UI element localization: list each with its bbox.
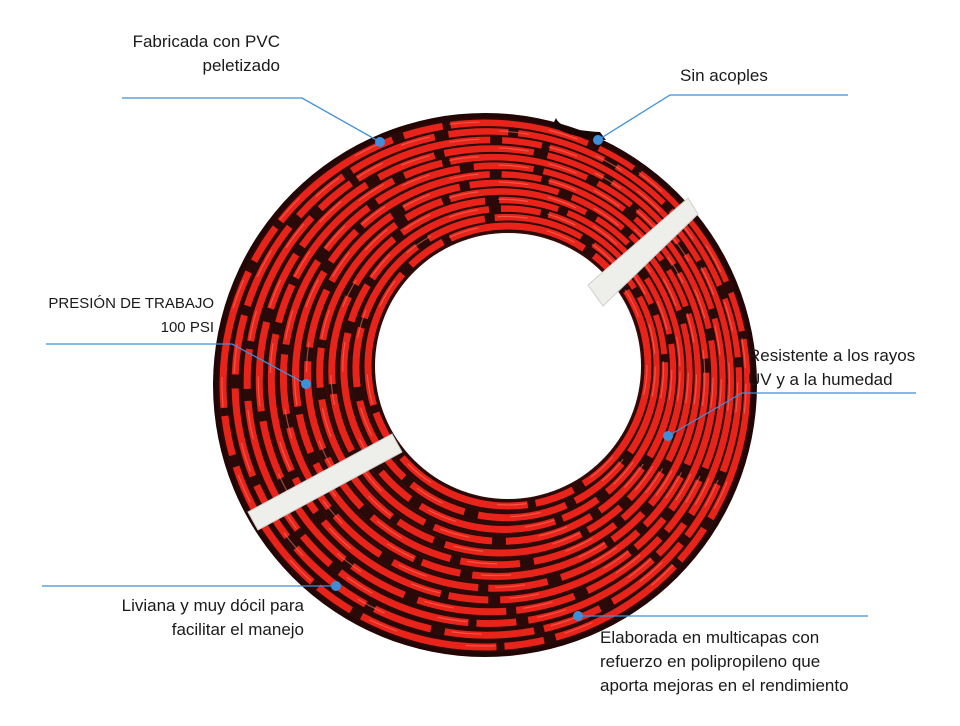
callout-dot-uv (663, 431, 673, 441)
hose-winding-highlight (281, 164, 706, 588)
hose-winding-highlight (293, 172, 698, 577)
hose-winding (219, 119, 751, 651)
callout-pvc-line-1: Fabricada con PVC (132, 32, 280, 51)
hose-winding-highlight (330, 198, 673, 541)
hose-winding (316, 188, 685, 557)
callout-line-pressure (46, 343, 307, 385)
callout-layers-line-2: refuerzo en polipropileno que (600, 652, 821, 671)
coil-strap-bottom-left (247, 433, 403, 531)
hose-winding-highlight (366, 224, 648, 506)
coil-center-hole (375, 233, 641, 499)
hose-winding-highlight (305, 181, 689, 565)
callout-dot-layers (573, 611, 583, 621)
hose-winding (328, 196, 677, 545)
callout-light-line-2: facilitar el manejo (171, 620, 304, 639)
hose-winding (267, 153, 718, 604)
hose-coil (213, 113, 757, 657)
callout-dot-couplings (593, 135, 603, 145)
callout-couplings-line-1: Sin acoples (680, 66, 768, 85)
hose-winding (364, 222, 652, 510)
callout-dot-light (331, 581, 341, 591)
callout-pressure-line-2: 100 PSI (160, 319, 214, 336)
hose-winding (304, 179, 693, 569)
callout-couplings: Sin acoples (680, 64, 768, 88)
hose-winding-highlight (257, 147, 722, 612)
coil-strap-top-right (587, 197, 699, 307)
hose-winding (352, 213, 660, 522)
callout-light: Liviana y muy dócil para facilitar el ma… (60, 594, 304, 642)
callout-line-couplings (597, 94, 848, 141)
hose-winding (340, 205, 668, 533)
hose-winding-highlight (269, 155, 714, 600)
hose-winding-highlight (233, 129, 739, 635)
hose-winding (231, 128, 743, 639)
callout-light-line-1: Liviana y muy dócil para (121, 596, 304, 615)
callout-lines (42, 94, 916, 617)
callout-dot-pvc (375, 137, 385, 147)
callout-pressure-line-1: PRESIÓN DE TRABAJO (48, 295, 214, 312)
callout-uv: Resistente a los rayos UV y a la humedad (748, 344, 915, 392)
hose-winding (255, 145, 726, 616)
hose-winding (243, 136, 735, 628)
callout-layers-line-3: aporta mejoras en el rendimiento (600, 676, 849, 695)
callout-line-uv (667, 392, 916, 437)
hose-winding (292, 171, 701, 580)
hose-winding-highlight (342, 207, 665, 530)
hose-winding-highlight (221, 121, 747, 647)
hose-winding (279, 162, 710, 592)
callout-pressure: PRESIÓN DE TRABAJO 100 PSI (30, 292, 214, 340)
callout-uv-line-1: Resistente a los rayos (748, 346, 916, 365)
hose-winding-highlight (354, 215, 656, 518)
hose-winding-highlight (318, 190, 681, 553)
hose-winding-highlight (245, 138, 731, 624)
callout-uv-line-2: UV y a la humedad (748, 370, 893, 389)
callout-pvc-line-2: peletizado (202, 56, 280, 75)
callout-dot-pressure (301, 379, 311, 389)
callout-layers: Elaborada en multicapas con refuerzo en … (600, 626, 849, 698)
callout-layers-line-1: Elaborada en multicapas con (600, 628, 820, 647)
callout-line-pvc (122, 97, 381, 143)
callout-pvc: Fabricada con PVC peletizado (100, 30, 280, 78)
callout-dots (301, 135, 673, 621)
